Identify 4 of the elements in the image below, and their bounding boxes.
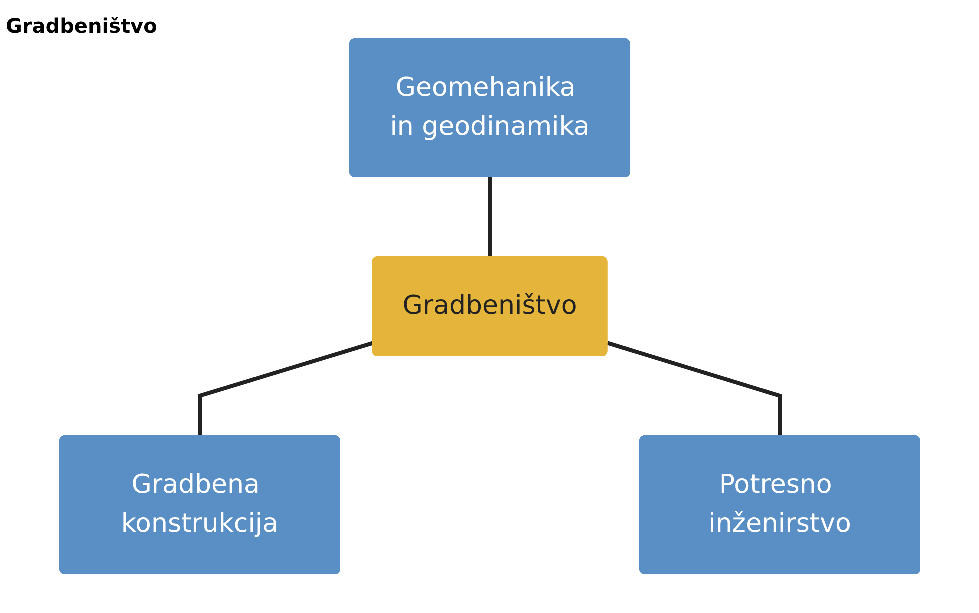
diagram-title: Gradbeništvo	[6, 14, 158, 38]
connector	[488, 177, 492, 258]
connector	[197, 341, 374, 437]
connector	[606, 341, 782, 437]
